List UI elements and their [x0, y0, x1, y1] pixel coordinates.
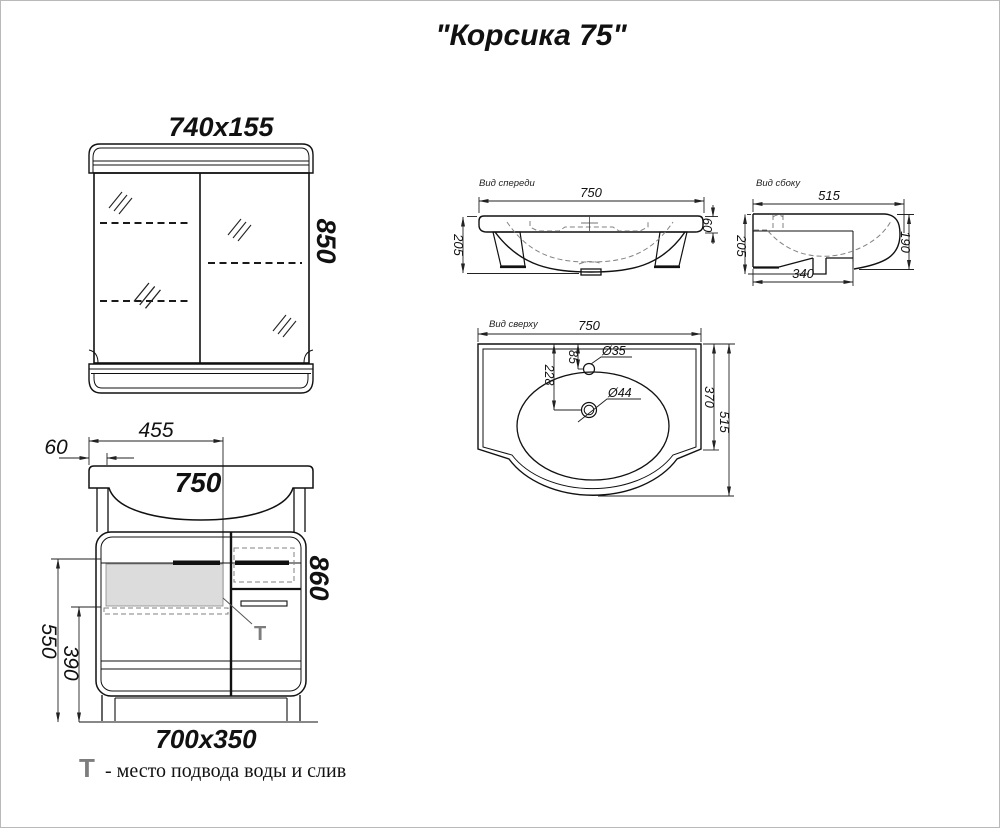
vanity-860-dimension: 860: [304, 555, 334, 600]
vanity-60-dimension: 60: [44, 436, 68, 459]
top-width-dimension: 750: [578, 318, 600, 333]
sink-front-view: Вид спереди 750 205 60: [451, 178, 718, 276]
front-rim: [478, 215, 704, 233]
front-rim-dimension: 60: [700, 218, 715, 233]
mirror-size-dimension: 740x155: [168, 112, 274, 142]
front-left-leg: [492, 231, 526, 267]
sink-side-view: Вид сбоку 515 205 190 340: [734, 178, 914, 286]
hidden-shelf: [103, 607, 229, 615]
mirror-glint: [133, 282, 162, 309]
mirror-doors-body: [93, 172, 310, 364]
sheet-title: "Корсика 75": [435, 19, 627, 52]
side-drain-tab: [812, 258, 827, 275]
side-view-label: Вид сбоку: [756, 178, 801, 189]
mirror-glint: [108, 191, 133, 215]
front-view-label: Вид спереди: [479, 178, 535, 189]
left-door-handle: [173, 560, 220, 565]
front-height-dimension: 205: [451, 233, 466, 256]
drain-hole-outer: [580, 401, 598, 419]
top-view-outline: [477, 343, 702, 496]
faucet-offset-dimension: 85: [566, 350, 580, 364]
right-door-handle: [240, 600, 288, 607]
legend-text: - место подвода воды и слив: [105, 760, 346, 782]
drain-hole-label: Ø44: [607, 386, 632, 400]
vanity-footprint-dimension: 700x350: [155, 724, 257, 754]
mirror-height-dimension: 850: [311, 218, 341, 263]
front-drain-stub: [580, 268, 602, 276]
bowl-depth-dimension: 370: [702, 386, 717, 408]
side-back-height-dimension: 205: [734, 234, 749, 257]
sink-top-view: Вид сверху 750 Ø35 Ø44 85 228 370 515: [477, 318, 735, 497]
mirror-bottom-shelf: [88, 363, 314, 394]
side-base-depth-dimension: 340: [792, 266, 814, 281]
mirror-glint: [272, 314, 297, 338]
total-depth-dimension: 515: [717, 411, 732, 433]
drawer-handle: [235, 560, 289, 565]
mirror-cabinet-drawing: 740x155 850: [88, 112, 341, 394]
top-bowl-ellipse: [516, 371, 670, 481]
mirror-glint: [227, 218, 252, 242]
faucet-hole: [582, 362, 596, 376]
vanity-390-dimension: 390: [59, 645, 82, 680]
legend-t-symbol: Т: [79, 753, 95, 783]
water-supply-zone: [105, 563, 224, 607]
top-view-label: Вид сверху: [489, 319, 539, 330]
vanity-455-dimension: 455: [138, 419, 173, 442]
front-width-dimension: 750: [580, 185, 602, 200]
faucet-hole-label: Ø35: [601, 344, 626, 358]
drain-offset-dimension: 228: [542, 364, 556, 386]
vanity-750-dimension: 750: [175, 467, 222, 498]
vanity-sink-outline: [88, 465, 314, 521]
legend: Т - место подвода воды и слив: [79, 753, 346, 783]
vanity-drawing: 455 60 750: [37, 419, 334, 754]
t-mark-on-drawing: Т: [254, 623, 266, 645]
mirror-top-canopy: [88, 143, 314, 174]
vanity-550-dimension: 550: [37, 623, 60, 658]
side-front-height-dimension: 190: [898, 231, 913, 253]
side-depth-dimension: 515: [818, 188, 840, 203]
drawer-hidden-outline: [233, 547, 295, 583]
side-profile-top: [753, 213, 901, 270]
vanity-body-outline: [95, 531, 307, 697]
front-bowl-curve: [494, 231, 686, 273]
